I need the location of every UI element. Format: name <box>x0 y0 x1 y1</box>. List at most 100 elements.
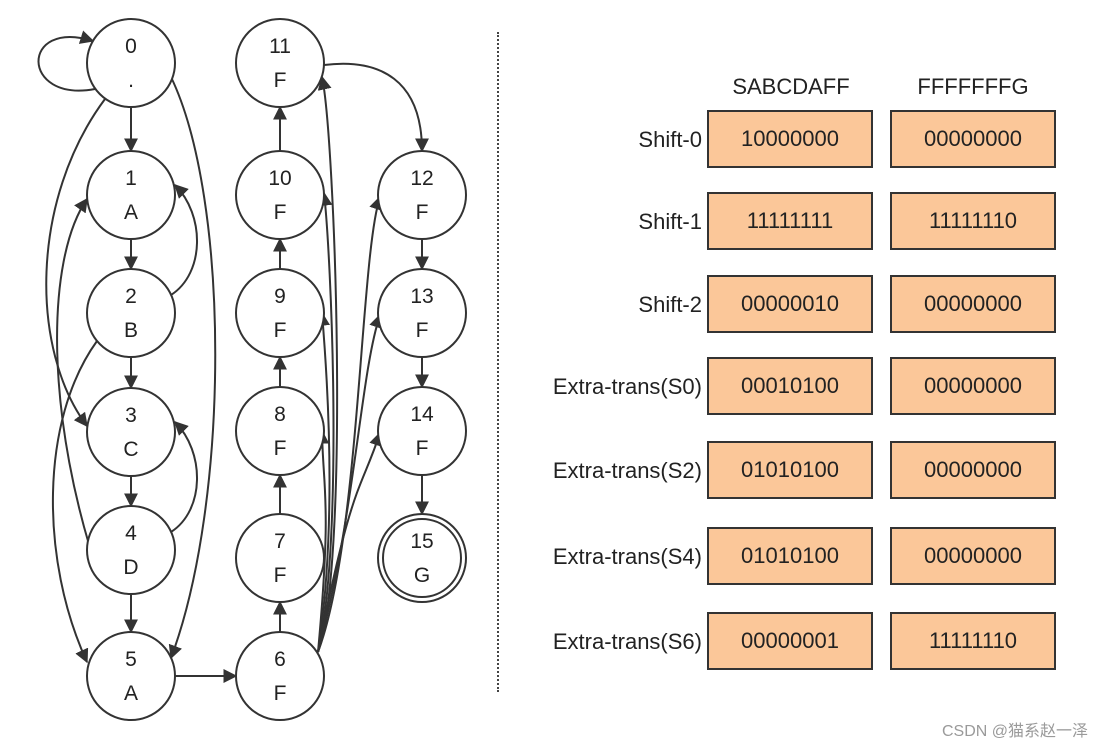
state-symbol: G <box>414 564 430 587</box>
state-circle <box>86 505 176 595</box>
bit-cell: 01010100 <box>707 527 873 585</box>
state-circle <box>377 150 467 240</box>
edge-11-12 <box>323 62 429 153</box>
state-symbol: F <box>274 682 287 705</box>
column-header-1: SABCDAFF <box>732 74 850 99</box>
bit-cell: 00000000 <box>890 357 1056 415</box>
state-number: 9 <box>274 285 286 308</box>
state-symbol: F <box>274 201 287 224</box>
state-number: 13 <box>410 285 433 308</box>
state-node-2: 2B <box>86 268 176 358</box>
state-circle <box>235 386 325 476</box>
bit-cell: 01010100 <box>707 441 873 499</box>
state-symbol: . <box>128 69 134 92</box>
row-label: Extra-trans(S4) <box>552 544 702 569</box>
bit-cell: 11111111 <box>707 192 873 250</box>
edge-6-14 <box>317 431 383 653</box>
row-label: Extra-trans(S6) <box>552 629 702 654</box>
row-label: Extra-trans(S2) <box>552 458 702 483</box>
state-node-0: 0. <box>86 18 176 108</box>
state-circle <box>86 387 176 477</box>
edge-6-12 <box>317 195 383 653</box>
state-number: 3 <box>125 404 137 427</box>
bit-cell: 00010100 <box>707 357 873 415</box>
state-symbol: F <box>274 319 287 342</box>
state-number: 4 <box>125 522 137 545</box>
state-node-4: 4D <box>86 505 176 595</box>
edge-6-8 <box>315 429 330 653</box>
edge-6-13 <box>317 313 383 653</box>
row-label: Shift-0 <box>638 127 702 152</box>
state-node-15: 15G <box>377 513 467 603</box>
bit-cell: 11111110 <box>890 612 1056 670</box>
state-circle <box>86 18 176 108</box>
state-symbol: F <box>416 201 429 224</box>
state-symbol: B <box>124 319 138 342</box>
edge-4-1 <box>56 197 102 583</box>
edge-6-9 <box>316 311 331 653</box>
row-label: Shift-1 <box>638 209 702 234</box>
state-node-6: 6F <box>235 631 325 721</box>
state-symbol: F <box>274 69 287 92</box>
bit-cell: 00000000 <box>890 275 1056 333</box>
state-node-11: 11F <box>235 18 325 108</box>
state-number: 14 <box>410 403 434 426</box>
edge-4-3 <box>170 421 198 533</box>
state-circle <box>86 631 176 721</box>
state-number: 2 <box>125 285 137 308</box>
state-number: 1 <box>125 167 137 190</box>
state-node-3: 3C <box>86 387 176 477</box>
state-symbol: D <box>123 556 138 579</box>
bit-cell: 00000001 <box>707 612 873 670</box>
state-circle <box>235 513 325 603</box>
state-symbol: C <box>123 438 138 461</box>
state-circle <box>377 386 467 476</box>
state-number: 10 <box>268 167 291 190</box>
edge-6-10 <box>317 191 335 653</box>
bit-cell: 00000000 <box>890 110 1056 168</box>
bit-cell: 10000000 <box>707 110 873 168</box>
state-node-9: 9F <box>235 268 325 358</box>
state-symbol: F <box>274 564 287 587</box>
edge-0-5 <box>168 76 217 660</box>
state-symbol: A <box>124 682 138 705</box>
edge-0-3 <box>45 98 106 428</box>
state-node-7: 7F <box>235 513 325 603</box>
state-node-14: 14F <box>377 386 467 476</box>
column-header-2: FFFFFFFG <box>917 74 1029 99</box>
state-symbol: F <box>274 437 287 460</box>
state-circle <box>86 268 176 358</box>
edge-2-1 <box>170 184 198 296</box>
watermark: CSDN @猫系赵一泽 <box>941 723 1088 740</box>
state-number: 6 <box>274 648 286 671</box>
state-circle <box>235 268 325 358</box>
state-number: 12 <box>410 167 433 190</box>
edge-2-5 <box>51 340 98 664</box>
state-circle <box>235 150 325 240</box>
state-circle <box>235 631 325 721</box>
edge-0-0 <box>37 30 96 92</box>
state-circle <box>377 268 467 358</box>
state-number: 0 <box>125 35 137 58</box>
row-label: Extra-trans(S0) <box>552 374 702 399</box>
state-node-8: 8F <box>235 386 325 476</box>
row-label: Shift-2 <box>638 292 702 317</box>
state-symbol: F <box>416 437 429 460</box>
state-number: 7 <box>274 530 286 553</box>
state-number: 11 <box>269 35 291 58</box>
state-node-13: 13F <box>377 268 467 358</box>
state-number: 5 <box>125 648 137 671</box>
state-node-5: 5A <box>86 631 176 721</box>
bit-cell: 00000000 <box>890 441 1056 499</box>
bit-cell: 11111110 <box>890 192 1056 250</box>
bit-cell: 00000010 <box>707 275 873 333</box>
bit-cell: 00000000 <box>890 527 1056 585</box>
state-number: 15 <box>410 530 433 553</box>
state-number: 8 <box>274 403 286 426</box>
state-symbol: F <box>416 319 429 342</box>
state-node-1: 1A <box>86 150 176 240</box>
dotted-divider <box>497 32 499 692</box>
state-node-10: 10F <box>235 150 325 240</box>
state-circle <box>235 18 325 108</box>
